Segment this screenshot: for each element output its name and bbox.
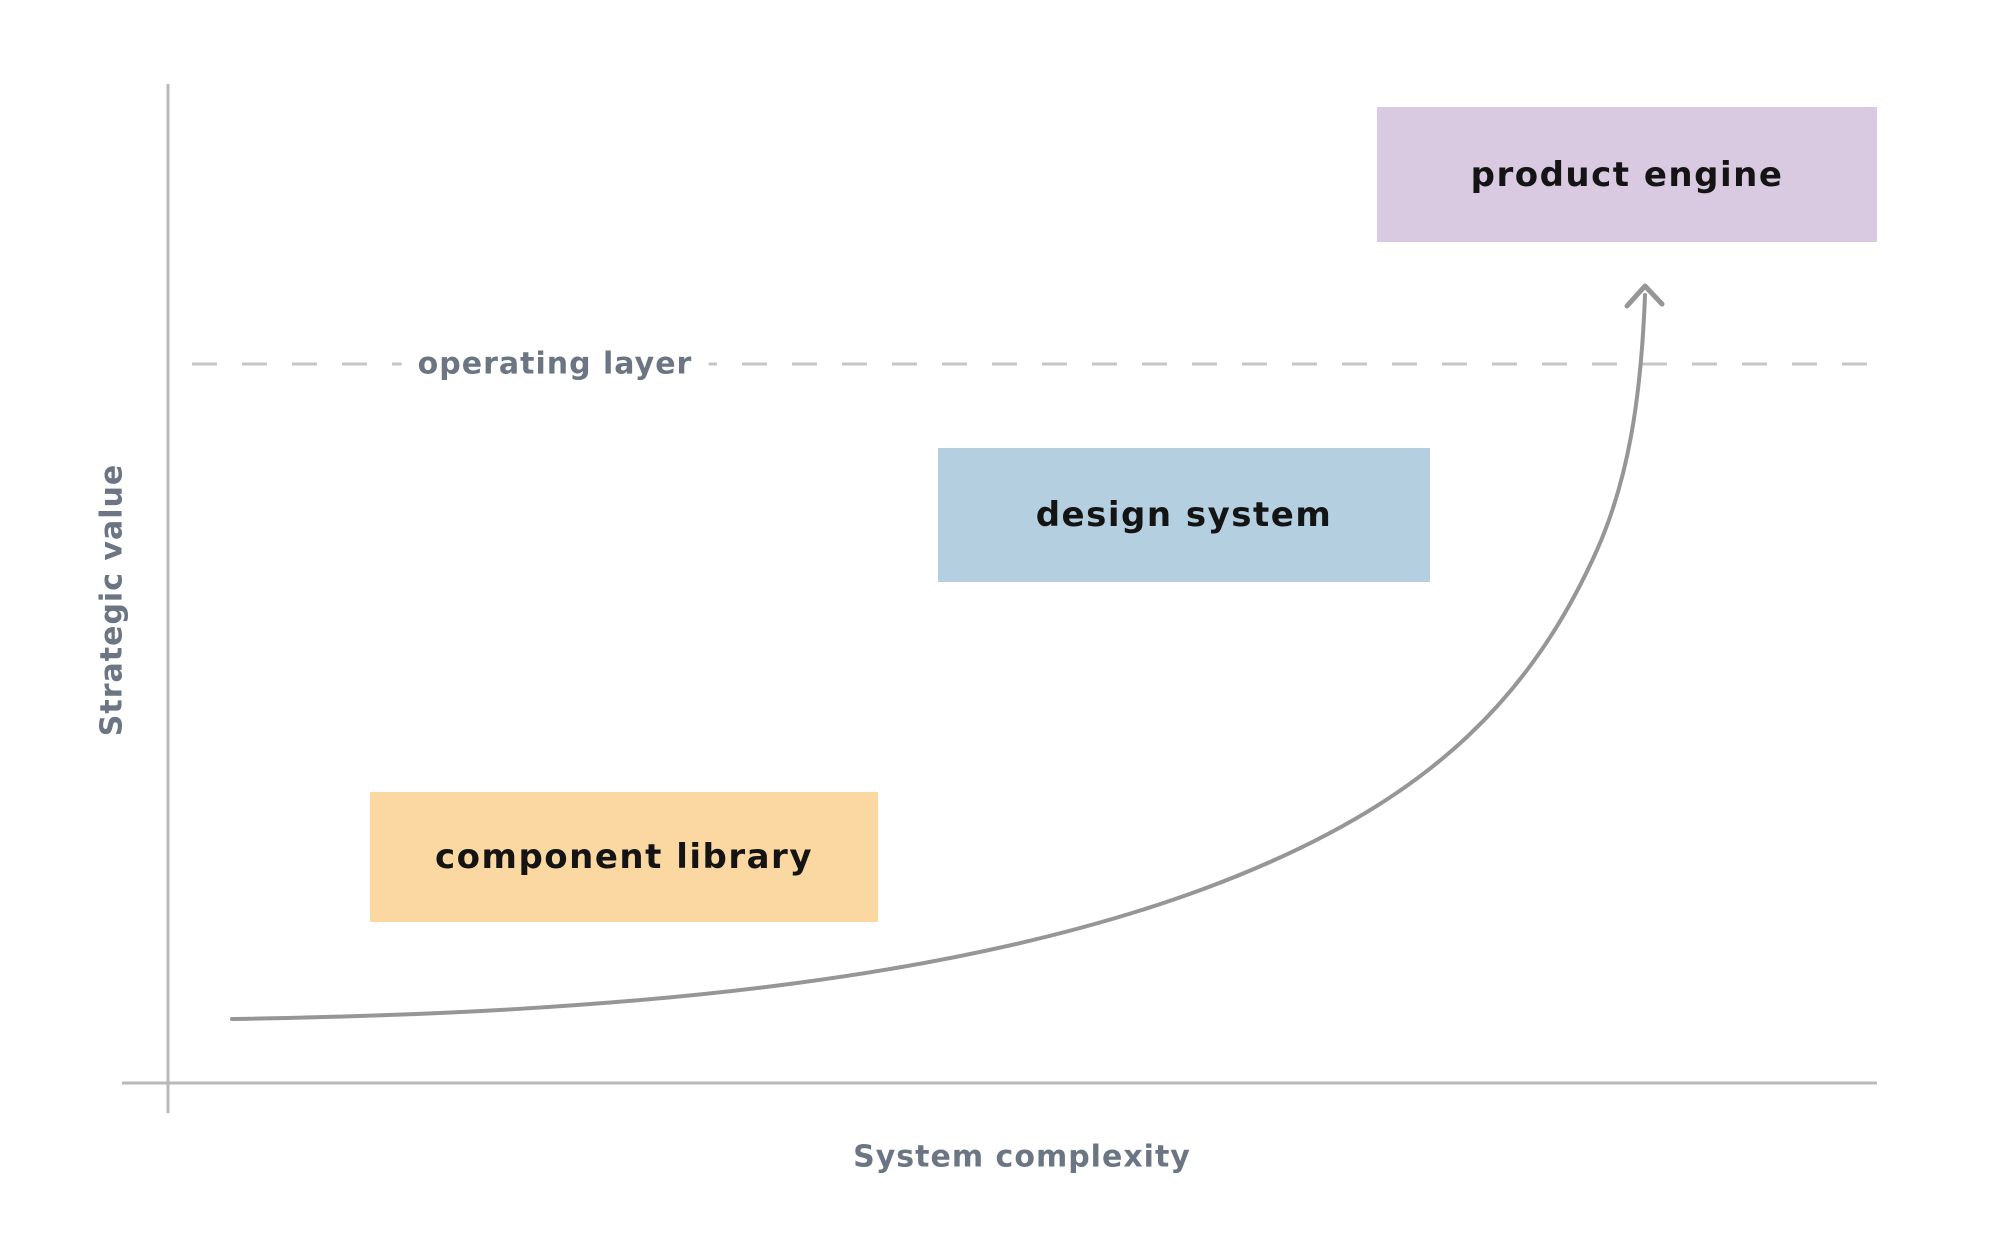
arrowhead-up-icon [1624,283,1665,309]
growth-curve [230,293,1647,1021]
stage-box-label: product engine [1470,154,1784,195]
stage-box-component-library: component library [370,792,878,922]
operating-layer-label: operating layer [401,344,709,384]
stage-box-label: design system [1035,495,1333,535]
x-axis-label: System complexity [853,1139,1191,1175]
stage-box-label: component library [435,837,813,877]
stage-box-product-engine: product engine [1377,107,1877,242]
stage-box-design-system: design system [938,448,1430,582]
y-axis-label: Strategic value [94,463,130,737]
